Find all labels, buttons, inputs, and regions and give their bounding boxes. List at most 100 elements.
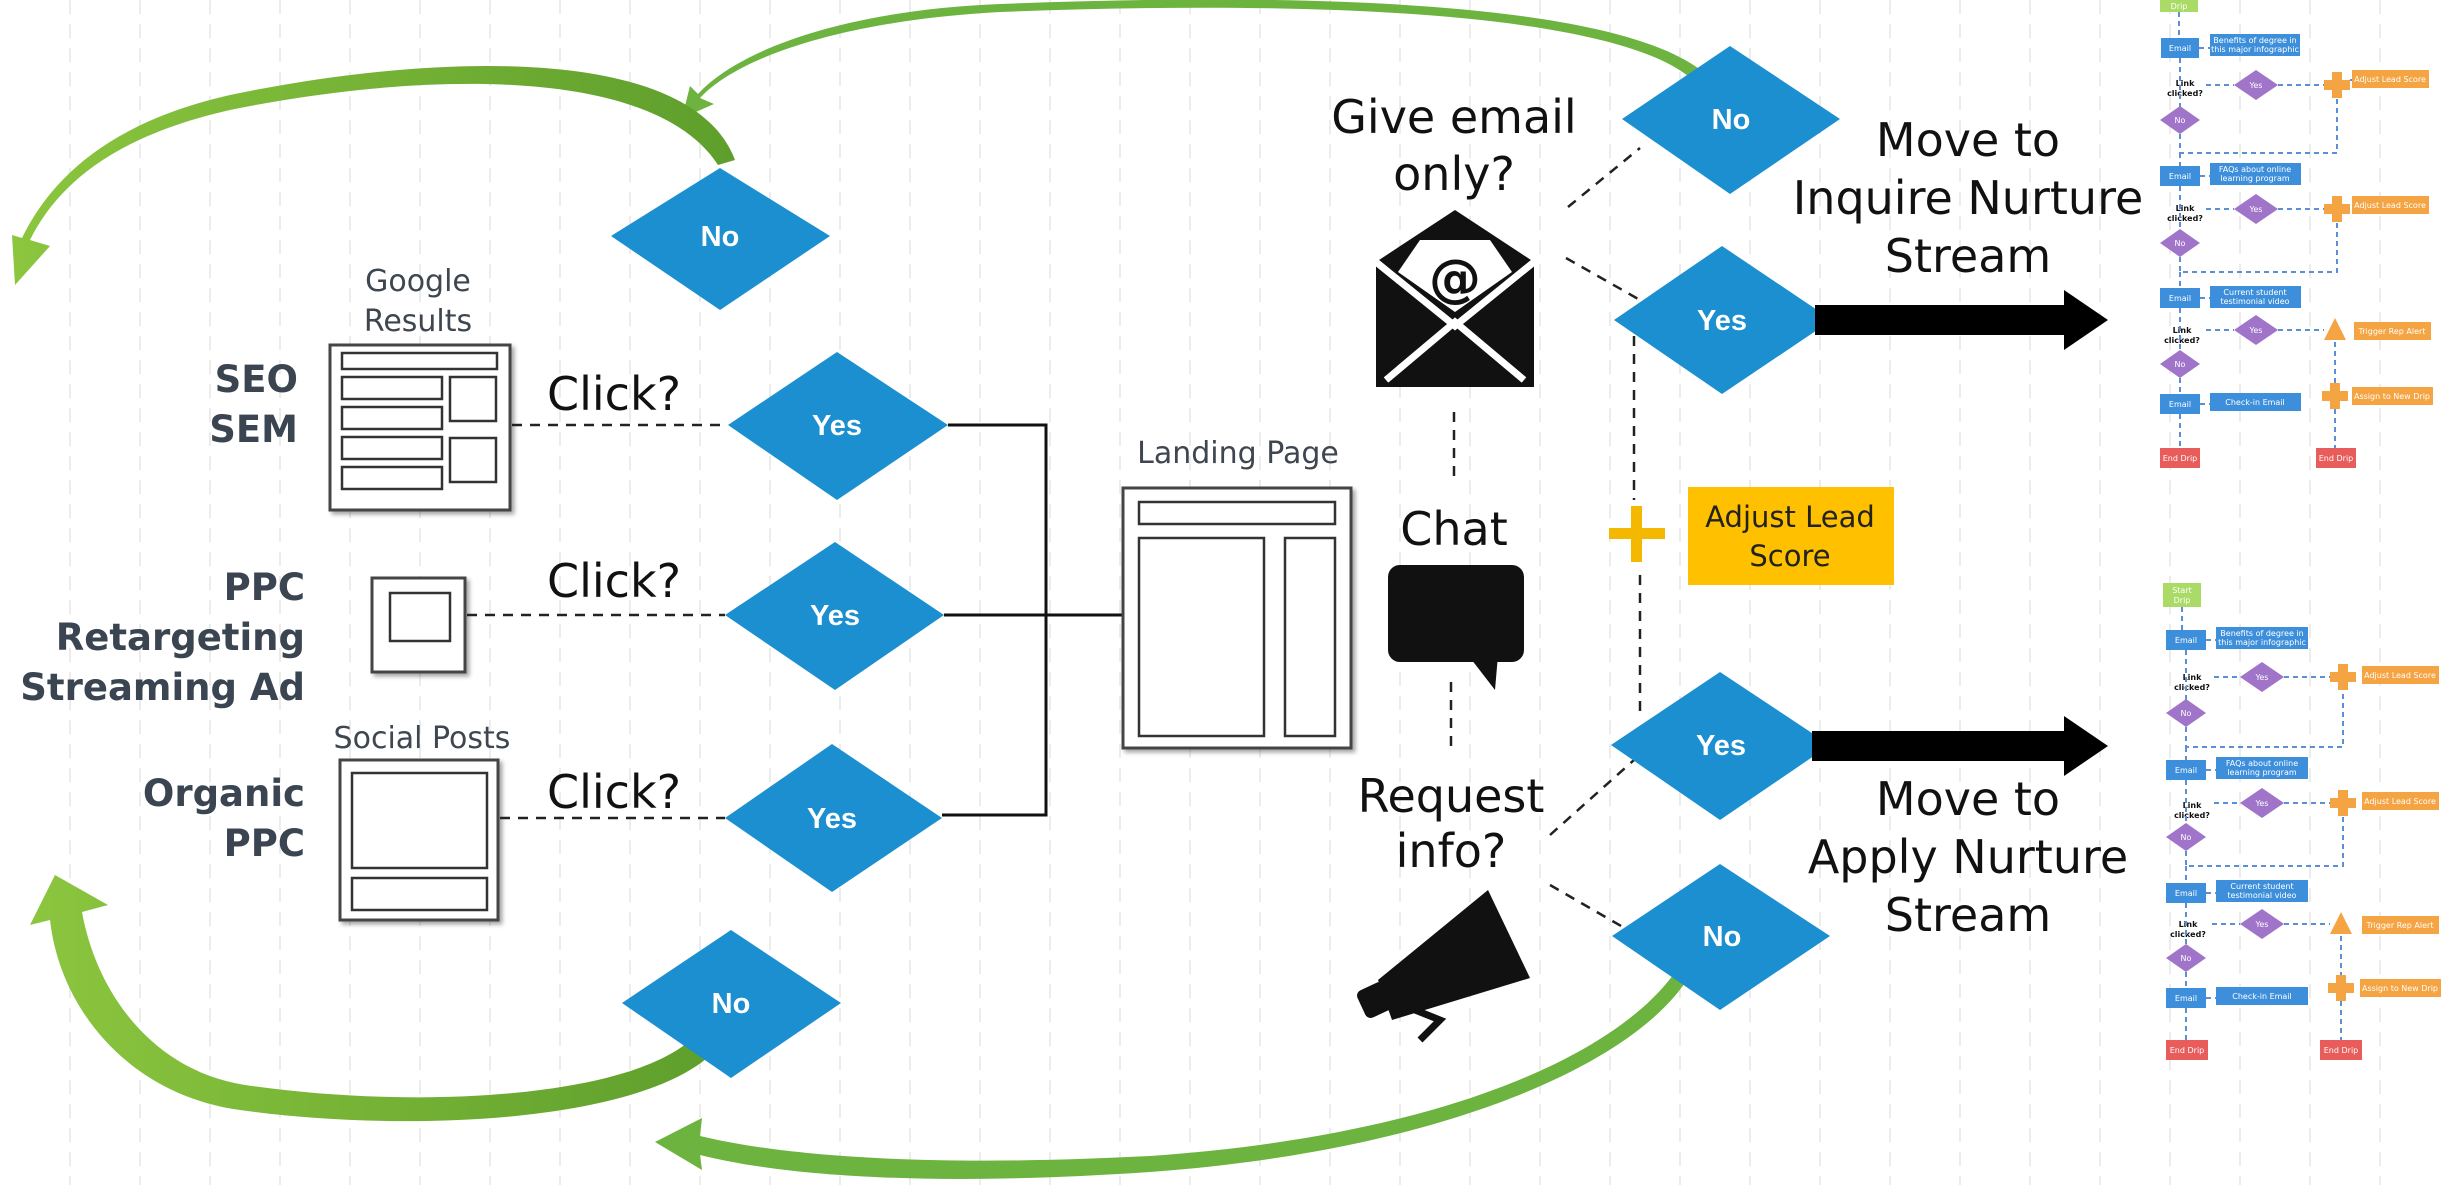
mini-app-email-2: Email (2175, 766, 2197, 775)
decision-yes-ppc: Yes (725, 542, 944, 690)
megaphone-icon (1357, 890, 1530, 1043)
email-envelope-icon: @ (1373, 210, 1537, 387)
apply-stream-line3: Stream (1885, 888, 2051, 942)
mini-inq-testimonial-1: Current student (2223, 288, 2286, 297)
mini-app-end-2: End Drip (2324, 1046, 2359, 1055)
mini-inq-trigger: Trigger Rep Alert (2358, 327, 2426, 336)
mini-app-yes-1: Yes (2255, 673, 2269, 682)
source-seo-label: SEO (215, 358, 298, 401)
landing-page-icon: Landing Page (1121, 436, 1353, 750)
mini-inq-adjust-1: Adjust Lead Score (2354, 75, 2426, 84)
mini-app-adjust-1: Adjust Lead Score (2364, 671, 2436, 680)
mini-inq-link-2a: Link (2176, 204, 2196, 213)
mini-app-end-1: End Drip (2170, 1046, 2205, 1055)
decision-yes-ppc-label: Yes (810, 600, 860, 632)
source-ppc-label: PPC (224, 566, 305, 609)
mini-inq-end-1: End Drip (2163, 454, 2198, 463)
mini-app-start-1: Start (2172, 586, 2192, 595)
mini-app-no-1: No (2181, 709, 2192, 718)
decision-no-top: No (611, 168, 830, 310)
mini-inq-end-2: End Drip (2319, 454, 2354, 463)
source-retargeting-label: Retargeting (56, 616, 305, 659)
click-question-3: Click? (547, 765, 681, 819)
decision-yes-email: Yes (1614, 246, 1832, 394)
mini-inq-start: Drip (2171, 2, 2188, 11)
mini-inq-benefits-1: Benefits of degree in (2213, 36, 2296, 45)
mini-app-yes-2: Yes (2255, 799, 2269, 808)
decision-no-bottom-label: No (712, 988, 751, 1020)
mini-app-link-2b: clicked? (2174, 811, 2210, 820)
inquire-nurture-flowchart: Drip Email Benefits of degree in this ma… (2160, 0, 2433, 468)
mini-inq-link-2b: clicked? (2167, 214, 2203, 223)
inquire-stream-line2: Inquire Nurture (1793, 171, 2144, 225)
mini-inq-link-1a: Link (2176, 79, 2196, 88)
mini-inq-checkin: Check-in Email (2225, 398, 2285, 407)
source-ppc: PPC Retargeting Streaming Ad (20, 566, 305, 709)
mini-app-no-3: No (2181, 954, 2192, 963)
source-organic: Organic PPC (143, 772, 305, 865)
decision-no-email-label: No (1712, 104, 1751, 136)
arrow-to-apply-stream (1812, 716, 2108, 776)
mini-inq-email-2: Email (2169, 172, 2191, 181)
click-question-2: Click? (547, 554, 681, 608)
decision-no-top-label: No (701, 221, 740, 253)
landing-caption: Landing Page (1137, 436, 1339, 471)
adjust-lead-score: Adjust Lead Score (1609, 487, 1894, 585)
mini-app-faqs-2: learning program (2227, 768, 2297, 777)
mini-inq-no-1: No (2175, 116, 2186, 125)
decision-yes-seo: Yes (728, 352, 948, 500)
mini-inq-email-4: Email (2169, 400, 2191, 409)
mini-app-start-2: Drip (2174, 596, 2191, 605)
mini-inq-faqs-2: learning program (2220, 174, 2290, 183)
mini-inq-email-3: Email (2169, 294, 2191, 303)
request-info-question-line1: Request (1358, 769, 1545, 823)
decision-no-bottom: No (622, 930, 841, 1078)
mini-app-link-1a: Link (2183, 673, 2203, 682)
decision-no-request-label: No (1703, 921, 1742, 953)
mini-inq-no-3: No (2175, 360, 2186, 369)
mini-app-testimonial-1: Current student (2230, 882, 2293, 891)
mini-app-assign: Assign to New Drip (2362, 984, 2438, 993)
svg-text:@: @ (1429, 249, 1481, 309)
bracket-connector (942, 423, 1122, 817)
click-question-1: Click? (547, 367, 681, 421)
mini-app-link-3a: Link (2179, 920, 2199, 929)
mini-inq-assign: Assign to New Drip (2354, 392, 2430, 401)
mini-app-email-3: Email (2175, 889, 2197, 898)
decision-yes-social: Yes (725, 744, 942, 892)
inquire-stream-line1: Move to (1876, 113, 2060, 167)
apply-nurture-flowchart: Start Drip Email Benefits of degree in t… (2163, 583, 2441, 1060)
mini-app-link-1b: clicked? (2174, 683, 2210, 692)
adjust-lead-score-line1: Adjust Lead (1705, 500, 1875, 534)
request-info-question-line2: info? (1396, 824, 1507, 878)
conversion-connectors (1549, 147, 1642, 932)
source-seo-sem: SEO SEM (209, 358, 298, 451)
mini-app-benefits-1: Benefits of degree in (2220, 629, 2303, 638)
decision-yes-social-label: Yes (807, 803, 857, 835)
decision-yes-request: Yes (1611, 672, 1830, 820)
mini-app-benefits-2: this major infographic (2218, 638, 2306, 647)
google-results-page-icon: Google Results (328, 264, 512, 512)
mini-app-testimonial-2: testimonial video (2227, 891, 2296, 900)
mini-app-trigger: Trigger Rep Alert (2366, 921, 2434, 930)
chat-bubble-icon (1388, 565, 1524, 690)
social-posts-icon: Social Posts (334, 721, 511, 922)
mini-app-faqs-1: FAQs about online (2226, 759, 2298, 768)
source-sem-label: SEM (209, 408, 298, 451)
decision-no-request: No (1612, 864, 1830, 1010)
apply-stream-line1: Move to (1876, 772, 2060, 826)
mini-inq-link-3b: clicked? (2164, 336, 2200, 345)
mini-app-email-1: Email (2175, 636, 2197, 645)
display-ad-icon (370, 576, 467, 674)
mini-app-link-2a: Link (2183, 801, 2203, 810)
loop-arrow-bottom-right (655, 968, 1690, 1179)
mini-inq-no-2: No (2175, 239, 2186, 248)
source-streaming-label: Streaming Ad (20, 666, 305, 709)
adjust-lead-score-line2: Score (1749, 539, 1830, 573)
decision-yes-request-label: Yes (1696, 730, 1746, 762)
social-caption: Social Posts (334, 721, 511, 756)
mini-app-yes-3: Yes (2255, 920, 2269, 929)
mini-inq-benefits-2: this major infographic (2211, 45, 2299, 54)
mini-inq-email-1: Email (2169, 44, 2191, 53)
